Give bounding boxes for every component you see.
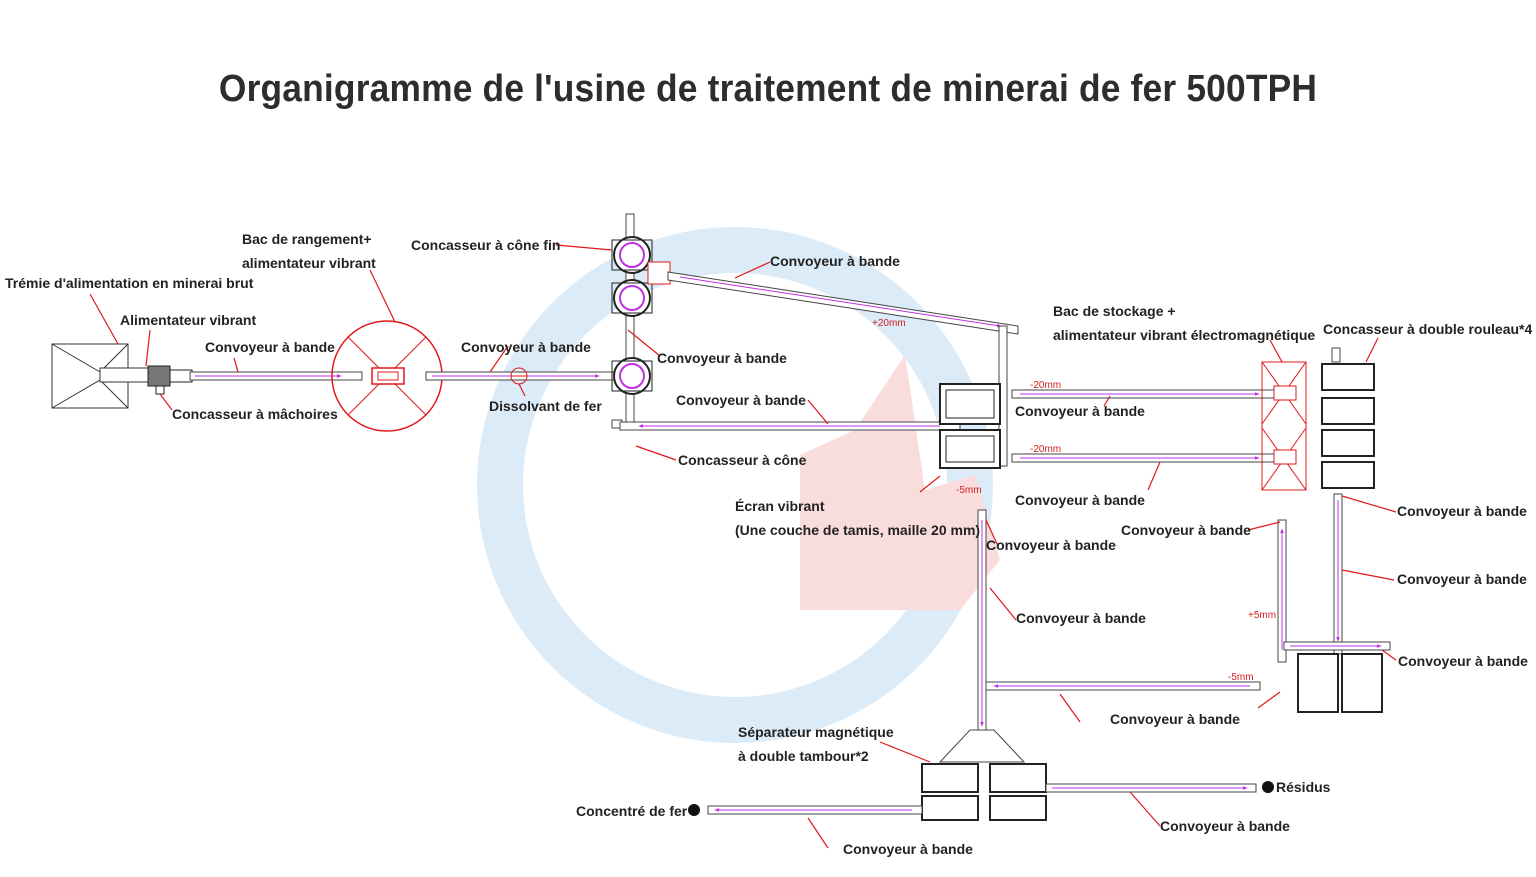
raw-ore-feed-hopper [51, 343, 151, 409]
size-plus5: +5mm [1248, 610, 1276, 621]
belt-conveyor-1 [189, 371, 363, 381]
label-iron-remover: Dissolvant de fer [489, 398, 602, 414]
fine-cone-crusher-2 [611, 279, 653, 317]
label-storage-feeder-line2: alimentateur vibrant électromagnétique [1053, 327, 1315, 343]
label-belt-conveyor-down2: Convoyeur à bande [1016, 610, 1146, 626]
belt-conveyor-concentrate [707, 805, 923, 815]
label-belt-conveyor-2: Convoyeur à bande [461, 339, 591, 355]
label-belt-conveyor-down1: Convoyeur à bande [986, 537, 1116, 553]
belt-conveyor-top-inclined [667, 271, 1019, 467]
label-storage-bin-line2: alimentateur vibrant [242, 255, 376, 271]
storage-bin-electromagnetic-feeder [1261, 361, 1307, 491]
label-jaw-crusher: Concasseur à mâchoires [172, 406, 338, 422]
label-vibrating-feeder: Alimentateur vibrant [120, 312, 256, 328]
label-belt-conveyor-tailings: Convoyeur à bande [1160, 818, 1290, 834]
label-belt-conveyor-fines: Convoyeur à bande [1110, 711, 1240, 727]
belt-conveyor-to-storage-2 [1011, 453, 1275, 463]
label-magnetic-separator-line1: Séparateur magnétique [738, 724, 894, 740]
size-minus5-a: -5mm [956, 485, 982, 496]
label-belt-conveyor-r5: Convoyeur à bande [1397, 571, 1527, 587]
label-belt-conveyor-mid: Convoyeur à bande [657, 350, 787, 366]
label-belt-conveyor-return: Convoyeur à bande [676, 392, 806, 408]
label-belt-conveyor-r4: Convoyeur à bande [1397, 503, 1527, 519]
size-minus20-a: -20mm [1030, 380, 1061, 391]
label-belt-conveyor-concentrate: Convoyeur à bande [843, 841, 973, 857]
storage-bin-feeder [331, 320, 443, 432]
label-cone-crusher: Concasseur à cône [678, 452, 807, 468]
label-belt-conveyor-top: Convoyeur à bande [770, 253, 900, 269]
label-feed-hopper: Trémie d'alimentation en minerai brut [5, 275, 254, 291]
belt-conveyor-to-storage-1 [1011, 389, 1275, 399]
label-storage-bin-line1: Bac de rangement+ [242, 231, 372, 247]
label-storage-feeder-line1: Bac de stockage + [1053, 303, 1176, 319]
secondary-vibrating-screen [1297, 653, 1383, 713]
belt-conveyor-tailings [1045, 783, 1257, 793]
label-vibrating-screen-line2: (Une couche de tamis, maille 20 mm) [735, 522, 980, 538]
tailings-endpoint-dot [1262, 781, 1274, 793]
cone-crusher-3 [611, 357, 653, 395]
label-belt-conveyor-screen: Convoyeur à bande [1398, 653, 1528, 669]
vibrating-screen [939, 383, 1001, 469]
label-belt-conveyor-r1: Convoyeur à bande [1015, 403, 1145, 419]
size-minus20-b: -20mm [1030, 444, 1061, 455]
fine-cone-crusher-1 [611, 236, 653, 274]
label-belt-conveyor-r3: Convoyeur à bande [1121, 522, 1251, 538]
label-tailings: Résidus [1276, 779, 1331, 795]
belt-conveyor-vertical-right [1277, 493, 1391, 663]
double-roll-crusher-stack [1321, 347, 1375, 489]
label-iron-concentrate: Concentré de fer [576, 803, 688, 819]
company-logo-watermark [477, 227, 1000, 743]
label-vibrating-screen-line1: Écran vibrant [735, 498, 825, 514]
label-belt-conveyor-1: Convoyeur à bande [205, 339, 335, 355]
diagram-title: Organigramme de l'usine de traitement de… [218, 68, 1318, 110]
magnetic-separator-group [921, 763, 1047, 821]
leader-lines [89, 244, 1397, 849]
cone-crusher-column [611, 213, 671, 429]
iron-concentrate-endpoint-dot [688, 804, 700, 816]
size-minus5-b: -5mm [1228, 672, 1254, 683]
label-double-roll-crusher: Concasseur à double rouleau*4 [1323, 321, 1532, 337]
belt-conveyor-return [619, 421, 961, 431]
label-magnetic-separator-line2: à double tambour*2 [738, 748, 869, 764]
belt-conveyor-fines-return [981, 681, 1261, 691]
size-plus20: +20mm [872, 318, 906, 329]
label-fine-cone-crusher: Concasseur à cône fin [411, 237, 560, 253]
jaw-crusher-icon [147, 365, 193, 395]
label-belt-conveyor-r2: Convoyeur à bande [1015, 492, 1145, 508]
belt-conveyor-central-vertical [938, 509, 1026, 763]
